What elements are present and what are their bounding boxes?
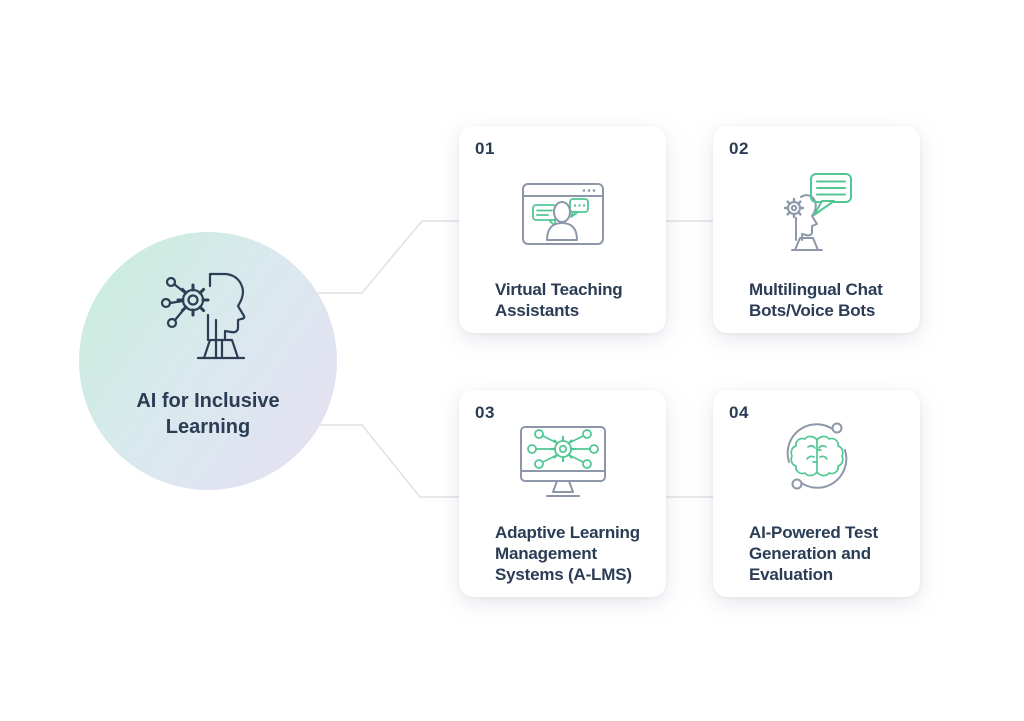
ai-head-profile-icon [158, 270, 258, 362]
card-title: Multilingual Chat Bots/Voice Bots [749, 280, 883, 320]
card-number: 01 [475, 139, 495, 158]
hub-circle: AI for Inclusive Learning [79, 232, 337, 490]
card-virtual-teaching-assistants: 01 [459, 126, 666, 333]
card-ai-test-generation: 04 A [713, 390, 920, 597]
connector-hub-to-card-01 [318, 220, 459, 294]
card-title: Adaptive Learning Management Systems (A-… [495, 523, 640, 584]
hub-title: AI for Inclusive Learning [136, 390, 280, 438]
browser-person-chat-icon [521, 182, 605, 246]
card-multilingual-chat-bots: 02 [713, 126, 920, 333]
card-title: AI-Powered Test Generation and Evaluatio… [749, 523, 878, 584]
card-number: 02 [729, 139, 749, 158]
card-number: 04 [729, 403, 749, 422]
connector-hub-to-card-03 [318, 424, 459, 498]
card-title: Virtual Teaching Assistants [495, 280, 623, 320]
card-number: 03 [475, 403, 495, 422]
brain-sync-icon [777, 416, 857, 496]
monitor-gear-network-icon [517, 424, 609, 502]
head-speech-bubble-icon [777, 170, 857, 252]
card-adaptive-lms: 03 [459, 390, 666, 597]
